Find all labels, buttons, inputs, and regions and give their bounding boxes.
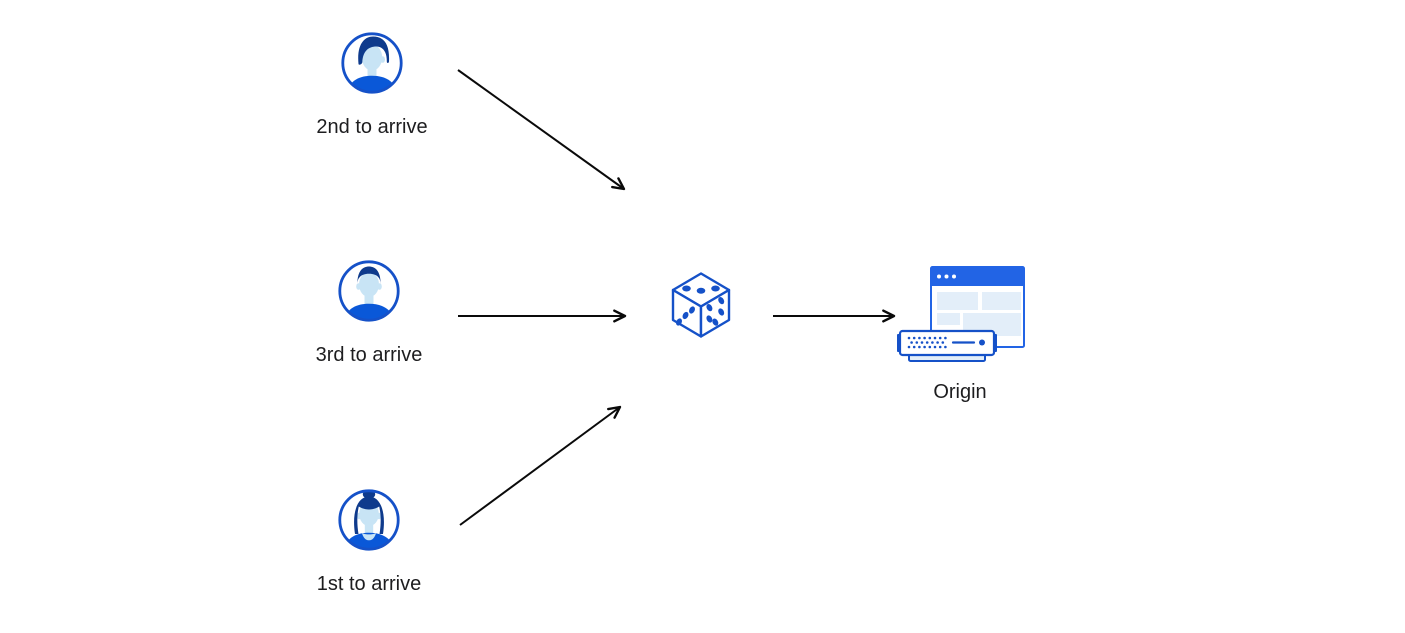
node-user-2nd-to-arrive: 2nd to arrive [297, 31, 447, 139]
server-body [898, 329, 996, 357]
node-dice [670, 271, 732, 339]
neck [364, 293, 374, 305]
face [359, 272, 379, 297]
node-label-2nd-to-arrive: 2nd to arrive [316, 116, 428, 138]
female-avatar-icon [338, 489, 400, 551]
avatar-ring [341, 32, 403, 94]
node-user-1st-to-arrive: 1st to arrive [294, 488, 444, 596]
dice-icon [671, 272, 731, 338]
server-vent-dots [907, 336, 947, 349]
server-appliance [897, 329, 997, 362]
arrow-user-top-to-dice [457, 69, 626, 191]
origin-server-icon [897, 266, 1025, 362]
node-label-3rd-to-arrive: 3rd to arrive [315, 344, 423, 366]
hair [358, 36, 390, 65]
node-label-origin: Origin [933, 381, 987, 403]
neck [364, 522, 374, 534]
browser-titlebar [931, 267, 1024, 286]
node-user-3rd-to-arrive: 3rd to arrive [294, 259, 444, 367]
neck [367, 66, 377, 77]
face [361, 44, 383, 71]
arrow-user-bottom-to-dice [459, 405, 622, 526]
male-avatar-icon [338, 260, 400, 322]
male-avatar-icon [341, 32, 403, 94]
avatar-ring [338, 260, 400, 322]
hair [354, 496, 384, 534]
node-label-1st-to-arrive: 1st to arrive [316, 573, 422, 595]
avatar-ring [338, 489, 400, 551]
node-origin: Origin [895, 265, 1025, 404]
dice-pips [676, 285, 725, 326]
hair [357, 266, 381, 285]
server-led [979, 339, 985, 346]
chest [362, 533, 376, 541]
browser-window-dots [937, 274, 956, 279]
